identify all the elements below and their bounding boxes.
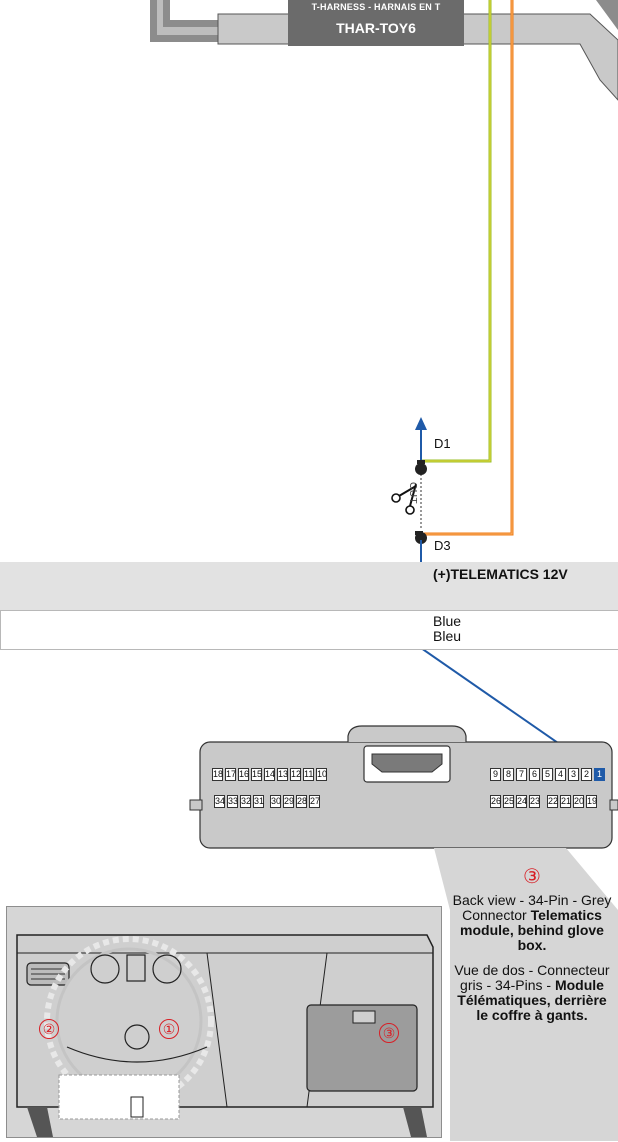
pin: 4 — [555, 768, 566, 781]
pin: 16 — [238, 768, 250, 781]
pin: 5 — [542, 768, 553, 781]
pin: 25 — [503, 795, 515, 808]
pin: 22 — [547, 795, 559, 808]
function-cell: (+)TELEMATICS 12V — [433, 566, 568, 582]
splice-connector-d3 — [415, 531, 427, 544]
d3-label: D3 — [434, 538, 451, 553]
callout-number: ③ — [523, 866, 541, 888]
callout-fr-bold: Module Télématiques, derrière le coffre … — [457, 977, 607, 1023]
pin: 21 — [560, 795, 572, 808]
table-left-border — [0, 610, 1, 650]
pin: 6 — [529, 768, 540, 781]
pin: 20 — [573, 795, 585, 808]
table-row — [0, 610, 618, 650]
harness-subtitle: T-HARNESS - HARNAIS EN T — [311, 2, 441, 12]
table-header — [0, 562, 618, 610]
dashboard-illustration: ① ② ③ — [6, 906, 442, 1138]
pin: 2 — [581, 768, 592, 781]
pin: 9 — [490, 768, 501, 781]
pin: 12 — [290, 768, 302, 781]
pin: 29 — [283, 795, 295, 808]
connector-callout: ③ Back view - 34-Pin - Grey Connector Te… — [450, 866, 614, 1033]
scissors-icon — [391, 483, 417, 515]
location-marker-1: ① — [159, 1019, 179, 1039]
pin: 31 — [253, 795, 265, 808]
color-fr: Bleu — [433, 628, 462, 644]
pin: 18 — [212, 768, 224, 781]
callout-wedge — [434, 848, 618, 1141]
location-marker-2: ② — [39, 1019, 59, 1039]
pin: 11 — [303, 768, 314, 781]
callout-en-bold: Telematics module, behind glove box. — [460, 907, 604, 953]
cut-label: CUT — [407, 482, 418, 505]
d1-label: D1 — [434, 436, 451, 451]
callout-fr-plain: Vue de dos - Connecteur gris - 34-Pins - — [454, 962, 610, 993]
color-cell: Blue Bleu — [433, 614, 461, 644]
dashboard-drawing — [16, 934, 434, 1137]
pin: 17 — [225, 768, 237, 781]
pin: 24 — [516, 795, 528, 808]
pin: 14 — [264, 768, 276, 781]
connector-body — [189, 725, 618, 849]
pin: 7 — [516, 768, 527, 781]
d1-arrow — [415, 417, 427, 464]
pin: 27 — [309, 795, 321, 808]
pin: 15 — [251, 768, 263, 781]
green-yellow-wire — [421, 0, 492, 463]
pin: 26 — [490, 795, 502, 808]
pin: 33 — [227, 795, 239, 808]
pin: 34 — [214, 795, 226, 808]
callout-en-plain: Back view - 34-Pin - Grey Connector — [452, 892, 612, 923]
pin: 3 — [568, 768, 579, 781]
location-marker-3: ③ — [379, 1023, 399, 1043]
orange-wire — [421, 0, 514, 536]
pin: 19 — [586, 795, 598, 808]
pin: 10 — [316, 768, 328, 781]
harness-name: THAR-TOY6 — [336, 20, 416, 36]
pin-highlighted: 1 — [594, 768, 605, 781]
harness-cable — [150, 0, 618, 101]
pin: 23 — [529, 795, 541, 808]
splice-connector-d1 — [415, 460, 427, 475]
callout-french: Vue de dos - Connecteur gris - 34-Pins -… — [450, 963, 614, 1023]
pin: 32 — [240, 795, 252, 808]
callout-english: Back view - 34-Pin - Grey Connector Tele… — [450, 893, 614, 953]
pin: 30 — [270, 795, 282, 808]
color-en: Blue — [433, 613, 462, 629]
pin: 8 — [503, 768, 514, 781]
harness-badge: T-HARNESS - HARNAIS EN T THAR-TOY6 — [288, 0, 464, 46]
pin: 28 — [296, 795, 308, 808]
pin: 13 — [277, 768, 289, 781]
